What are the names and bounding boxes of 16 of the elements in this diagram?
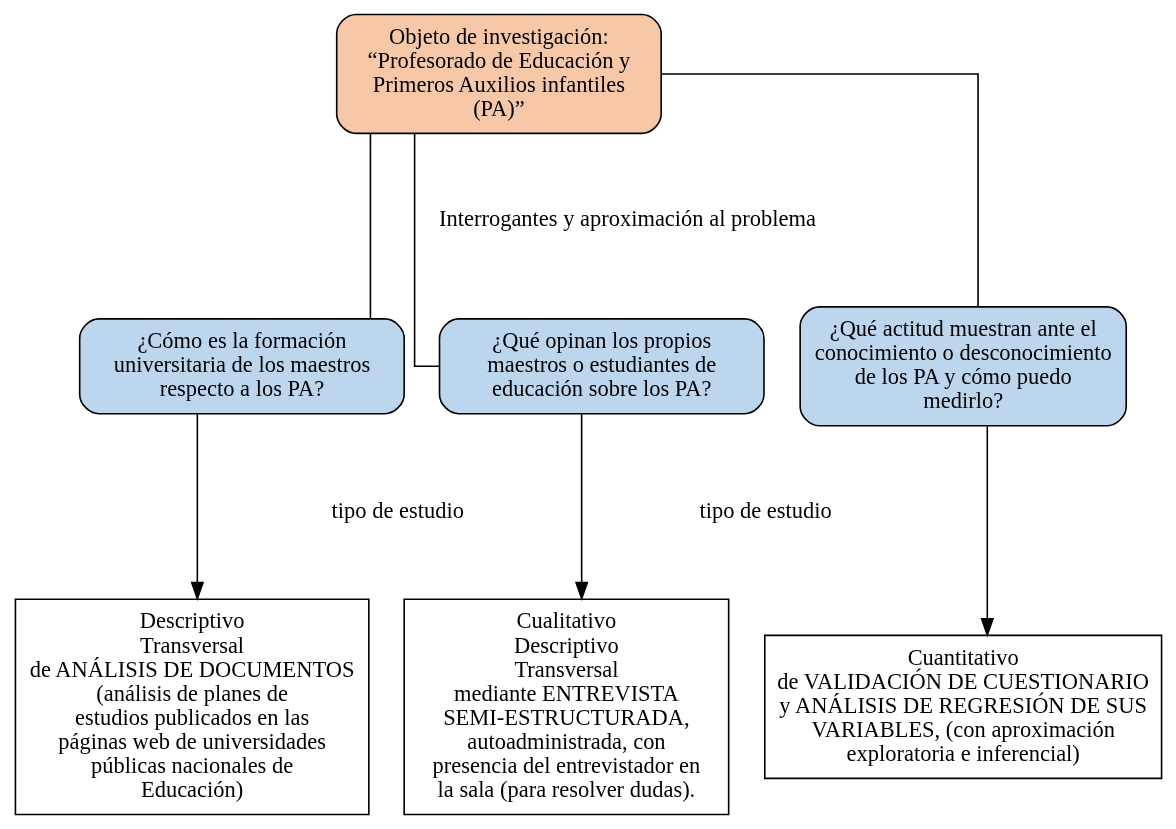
connector bbox=[413, 133, 440, 368]
node-box: Objeto de investigación: “Profesorado de Educación y Primeros Auxilios infantiles (PA)” bbox=[335, 13, 662, 135]
label: tipo de estudio bbox=[331, 498, 464, 524]
node-box: ¿Qué opinan los propios maestros o estudiantes de educación sobre los PA? bbox=[438, 318, 765, 415]
arrow bbox=[574, 413, 588, 602]
node-box: Cualitativo Descriptivo Transversal mediante ENTREVISTA SEMI-ESTRUCTURADA, autoadministrada, con presencia del entrevistador en la sala (para resolver dudas). bbox=[402, 598, 729, 816]
label: tipo de estudio bbox=[698, 498, 832, 524]
node-box: ¿Cómo es la formación universitaria de los maestros respecto a los PA? bbox=[78, 318, 405, 415]
arrow bbox=[980, 425, 994, 638]
node-box: Cuantitativo de VALIDACIÓN DE CUESTIONARIO y ANÁLISIS DE REGRESIÓN DE SUS VARIABLES, (con aproximación exploratoria e inferencial) bbox=[763, 634, 1162, 780]
label: Interrogantes y aproximación al problema bbox=[438, 206, 816, 232]
node-box: Descriptivo Transversal de ANÁLISIS DE DOCUMENTOS (análisis de planes de estudios publicados en las páginas web de universidades públicas nacionales de Educación) bbox=[14, 598, 370, 816]
arrow bbox=[190, 413, 204, 602]
connector bbox=[660, 73, 979, 308]
node-box: ¿Qué actitud muestran ante el conocimiento o desconocimiento de los PA y cómo puedo medirlo? bbox=[798, 306, 1127, 427]
connector bbox=[369, 133, 371, 320]
